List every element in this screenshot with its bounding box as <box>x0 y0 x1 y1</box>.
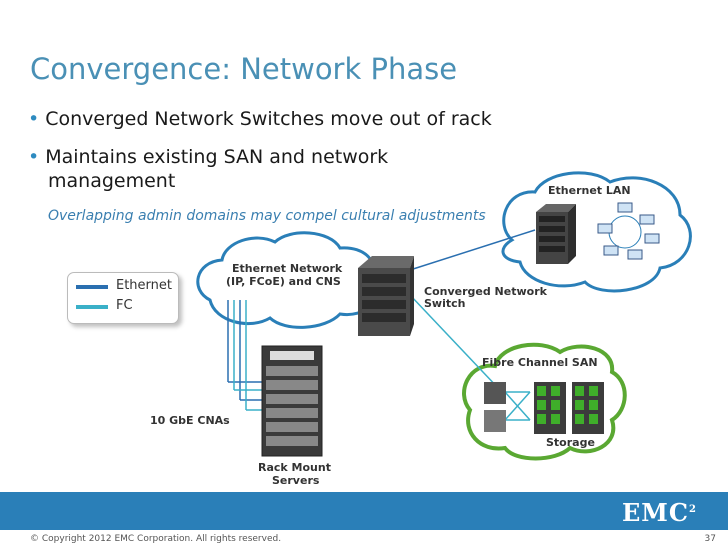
bullet-2: •Maintains existing SAN and network <box>28 146 388 169</box>
emc-logo-sup: 2 <box>688 504 697 515</box>
legend-fc-label: FC <box>116 298 133 313</box>
bullet-dot-icon: • <box>28 146 40 168</box>
rack-mount-label-2: Servers <box>272 474 320 487</box>
storage-label: Storage <box>546 436 595 449</box>
switch-label-2: Switch <box>424 297 466 310</box>
emc-logo-text: EMC <box>622 498 689 527</box>
slide-title: Convergence: Network Phase <box>30 52 458 86</box>
ethernet-lan-label: Ethernet LAN <box>548 184 631 197</box>
bullet-1: •Converged Network Switches move out of … <box>28 108 492 131</box>
ethernet-network-label-2: (IP, FCoE) and CNS <box>226 275 341 288</box>
page-number: 37 <box>704 534 716 544</box>
storage-array-icon <box>534 382 604 434</box>
converged-switch-icon <box>358 256 414 336</box>
legend-ethernet-label: Ethernet <box>116 278 172 293</box>
lan-clients-icon <box>597 202 660 260</box>
emc-logo: EMC2 <box>622 498 697 527</box>
bullet-2-text-line2: management <box>48 170 176 192</box>
cnas-label: 10 GbE CNAs <box>150 414 230 427</box>
legend-ethernet-swatch <box>76 285 108 289</box>
subnote: Overlapping admin domains may compel cul… <box>48 208 486 224</box>
ethernet-links <box>227 229 536 401</box>
fibre-channel-san-label: Fibre Channel SAN <box>482 356 598 369</box>
fc-links <box>233 294 531 421</box>
copyright: © Copyright 2012 EMC Corporation. All ri… <box>30 534 282 544</box>
bullet-1-text: Converged Network Switches move out of r… <box>45 108 492 130</box>
lan-switch-tower-icon <box>536 204 576 264</box>
bullet-dot-icon: • <box>28 108 40 130</box>
footer-bar <box>0 492 728 530</box>
ethernet-network-label-1: Ethernet Network <box>232 262 343 275</box>
rack-mount-servers-icon <box>261 345 323 457</box>
legend-fc-swatch <box>76 305 108 309</box>
legend: Ethernet FC <box>67 272 179 324</box>
rack-mount-label-1: Rack Mount <box>258 461 331 474</box>
bullet-2-text: Maintains existing SAN and network <box>45 146 389 168</box>
bullet-2-continuation: management <box>48 170 175 193</box>
switch-label-1: Converged Network <box>424 285 547 298</box>
fc-switch-icon <box>484 382 506 432</box>
